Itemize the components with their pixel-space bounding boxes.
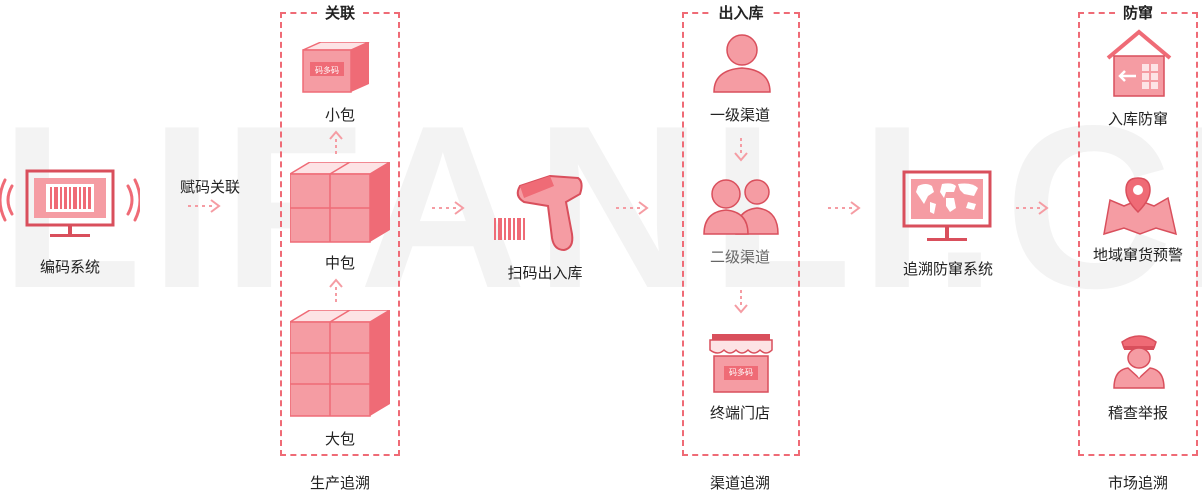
market-group-title: 防窜 <box>1114 3 1162 23</box>
inspector-officer-icon <box>1113 335 1165 389</box>
channel-group-title: 出入库 <box>710 3 772 23</box>
terminal-store-label: 终端门店 <box>709 404 770 422</box>
coding-to-production-arrow <box>188 199 221 213</box>
production-group: 关联 <box>280 3 400 456</box>
coding-link-label: 赋码关联 <box>179 178 240 196</box>
scan-to-channel-arrow <box>616 201 649 215</box>
level2-channel-label: 二级渠道 <box>709 248 770 266</box>
terminal-store-icon <box>709 334 773 393</box>
market-group: 防窜 <box>1078 3 1198 456</box>
level2-to-terminal-arrow <box>734 290 748 314</box>
production-to-scan-arrow <box>432 201 465 215</box>
coding-system-monitor-icon <box>0 169 140 237</box>
small-package-icon <box>302 42 370 93</box>
market-caption: 市场追溯 <box>1107 474 1168 492</box>
warehouse-anti-diversion-label: 入库防窜 <box>1107 110 1168 128</box>
medium-package-label: 中包 <box>324 254 355 272</box>
large-package-label: 大包 <box>324 430 355 448</box>
small-package-brand: 码多码 <box>315 66 339 75</box>
medium-to-small-arrow <box>329 130 343 154</box>
medium-package-icon <box>290 162 390 243</box>
trace-system-map-monitor-icon <box>902 170 992 241</box>
production-caption: 生产追溯 <box>309 474 370 492</box>
trace-system-label: 追溯防窜系统 <box>902 260 993 278</box>
trace-to-market-arrow <box>1016 201 1049 215</box>
level2-channel-people-icon <box>703 179 779 235</box>
coding-system-label: 编码系统 <box>39 258 100 276</box>
barcode-scanner-icon <box>494 174 583 252</box>
channel-caption: 渠道追溯 <box>709 474 770 492</box>
regional-diversion-warning-label: 地域窜货预警 <box>1092 246 1183 264</box>
level1-channel-person-icon <box>713 34 771 93</box>
level1-to-level2-arrow <box>734 138 748 162</box>
small-package-label: 小包 <box>324 106 355 124</box>
scan-label: 扫码出入库 <box>507 264 583 282</box>
regional-map-pin-icon <box>1103 177 1178 236</box>
level1-channel-label: 一级渠道 <box>709 106 770 124</box>
watermark-text: LIFANLI.CN <box>0 88 1202 328</box>
large-to-medium-arrow <box>329 278 343 302</box>
channel-group: 出入库 <box>682 3 800 456</box>
terminal-store-brand: 码多码 <box>729 368 753 377</box>
warehouse-icon <box>1106 29 1172 97</box>
inspection-report-label: 稽查举报 <box>1107 404 1168 422</box>
large-package-icon <box>290 310 390 417</box>
production-group-title: 关联 <box>316 3 364 23</box>
channel-to-trace-arrow <box>828 201 861 215</box>
